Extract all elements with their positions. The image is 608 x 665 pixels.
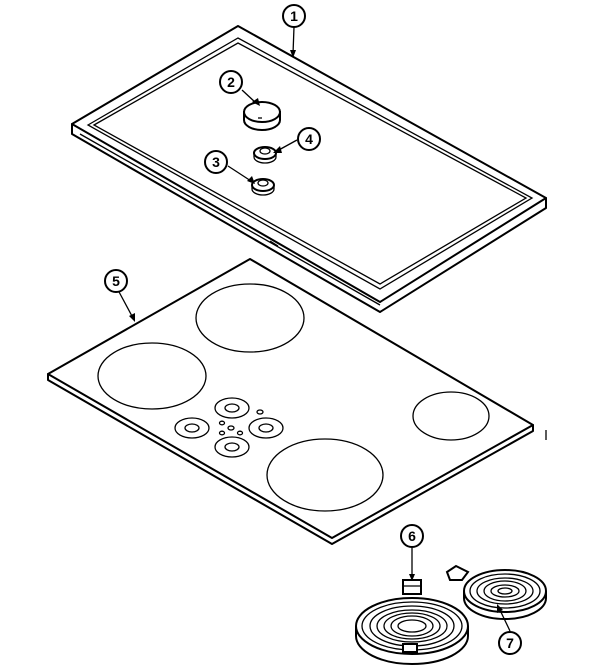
callout-1: 1 [282,4,306,28]
burner-rear-left [195,283,305,353]
glass-cooktop [47,258,534,545]
callout-3-label: 3 [212,154,220,170]
callout-6-label: 6 [408,528,416,544]
callout-7: 7 [498,631,522,655]
callout-5: 5 [104,269,128,293]
callout-4: 4 [297,127,321,151]
callout-7-label: 7 [506,635,514,651]
control-cluster [174,397,284,458]
callout-2: 2 [219,70,243,94]
burner-front-right [266,438,384,512]
callout-5-label: 5 [112,273,120,289]
callout-2-label: 2 [227,74,235,90]
leader-lines [117,26,511,632]
callout-4-label: 4 [305,131,313,147]
radiant-element-small [445,564,547,620]
callout-1-label: 1 [290,8,298,24]
knob-seal [251,178,275,196]
knob-bezel [253,146,277,164]
callout-6: 6 [400,524,424,548]
burner-front-left [97,342,207,410]
callout-3: 3 [204,150,228,174]
burner-rear-right [412,391,490,441]
frame-trim [71,25,547,313]
control-knob [243,101,281,131]
radiant-element-large [355,579,469,665]
